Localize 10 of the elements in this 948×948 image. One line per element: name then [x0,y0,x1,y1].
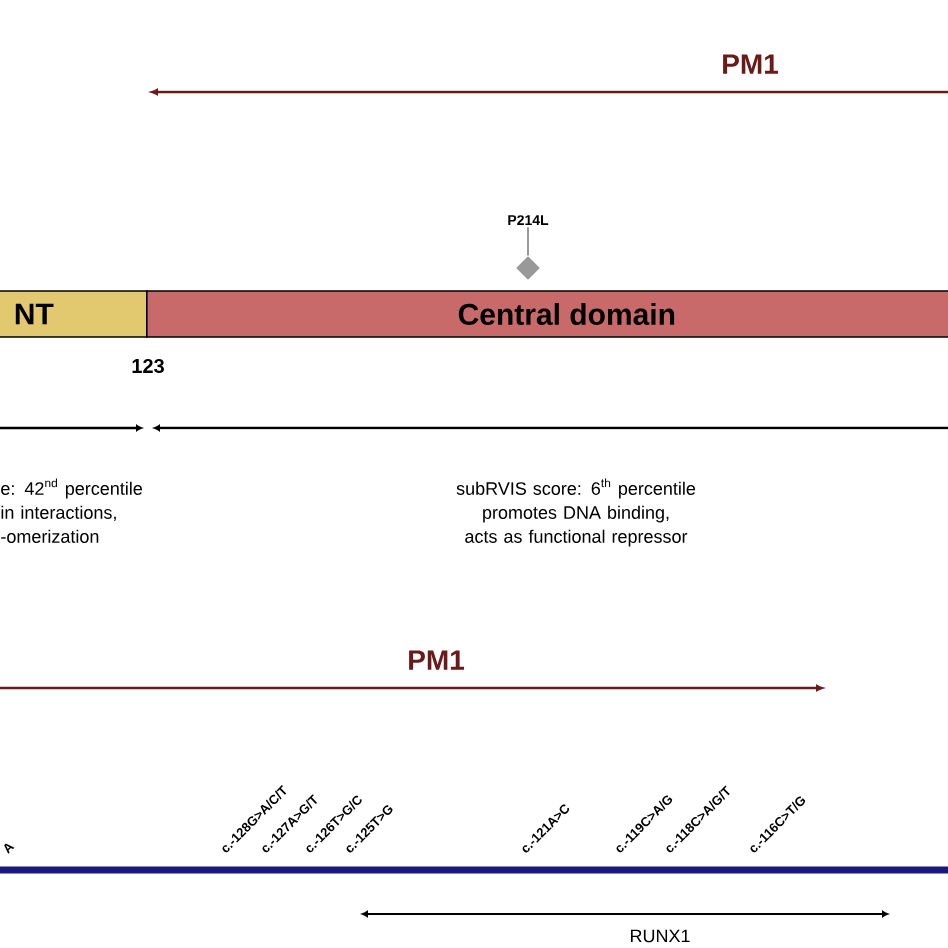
connector-line [527,226,529,257]
domain-box: NT [0,290,148,338]
domain-box: Central domain [146,290,948,338]
region-label: PM1 [723,54,779,74]
region-label: PM1 [409,650,464,670]
region-label: RUNX1 [630,929,690,943]
diamond-marker [516,256,540,280]
description-text: e: 42$^{nd}$ percentile in interactions, -omerization [1,478,142,543]
position-number: 123 [132,358,164,374]
description-text: subRVIS score: 6$^{th}$ percentile promotes DNA binding, acts as functional repressor [456,478,696,547]
